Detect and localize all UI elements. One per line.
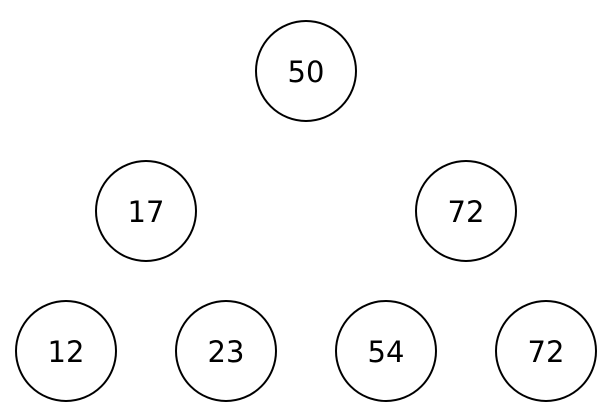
node-label: 12 [48, 335, 85, 369]
tree-node-left-right: 23 [175, 300, 277, 402]
tree-node-right-right: 72 [495, 300, 597, 402]
tree-node-right: 72 [415, 160, 517, 262]
node-label: 17 [128, 195, 165, 229]
tree-node-right-left: 54 [335, 300, 437, 402]
node-circle [175, 300, 277, 402]
node-circle [255, 20, 357, 122]
tree-node-left-left: 12 [15, 300, 117, 402]
node-circle [495, 300, 597, 402]
node-circle [335, 300, 437, 402]
node-label: 54 [368, 335, 405, 369]
node-label: 23 [208, 335, 245, 369]
node-label: 50 [288, 55, 325, 89]
node-circle [15, 300, 117, 402]
node-circle [95, 160, 197, 262]
tree-node-root: 50 [255, 20, 357, 122]
node-label: 72 [528, 335, 565, 369]
node-circle [415, 160, 517, 262]
tree-node-left: 17 [95, 160, 197, 262]
node-label: 72 [448, 195, 485, 229]
